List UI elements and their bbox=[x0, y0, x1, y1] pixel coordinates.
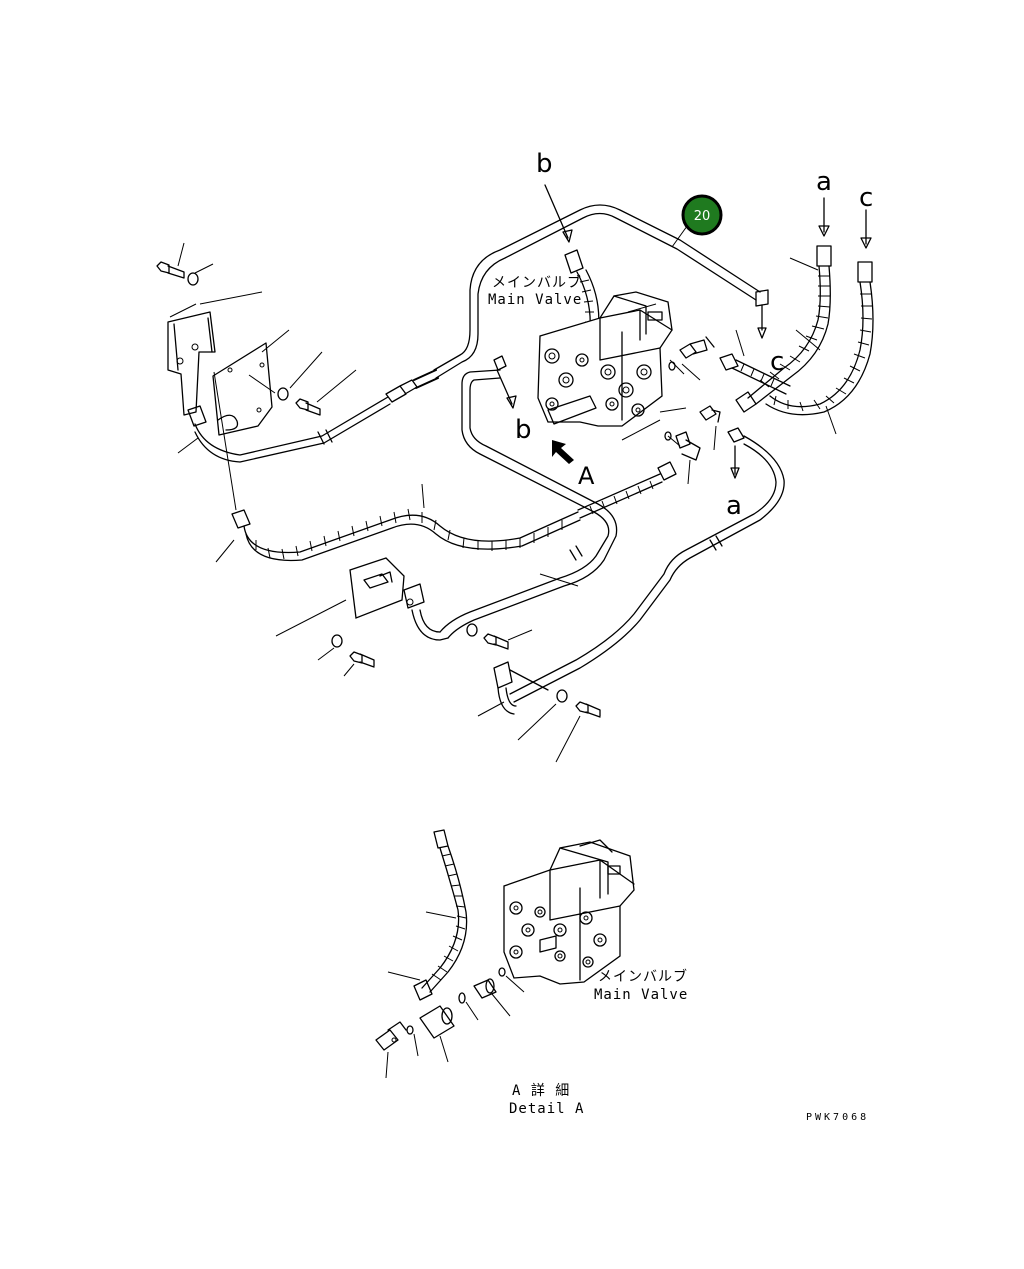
callout-badge-20: 20 bbox=[681, 194, 723, 236]
main-valve-top bbox=[537, 291, 673, 427]
cover-plate-left bbox=[212, 329, 290, 436]
hose-upper bbox=[433, 204, 769, 379]
bolt-top-left bbox=[156, 242, 214, 286]
fittings-right-of-valve bbox=[621, 336, 721, 485]
detail-title-jp: A 詳 細 bbox=[512, 1083, 570, 1099]
tube-b-lower bbox=[439, 355, 618, 639]
bracket-left bbox=[167, 291, 263, 416]
tube-upper-left bbox=[177, 369, 439, 463]
label-main-valve-jp: メインバルブ bbox=[492, 274, 582, 291]
label-main-valve-en: Main Valve bbox=[488, 292, 582, 308]
detail-label-main-valve-en: Main Valve bbox=[594, 987, 688, 1003]
hose-c-right bbox=[765, 209, 874, 435]
letter-a-top: a bbox=[816, 167, 832, 197]
bracket-lower bbox=[275, 557, 533, 677]
detail-title-en: Detail A bbox=[509, 1101, 584, 1117]
letter-view-A: A bbox=[578, 462, 595, 490]
hose-c-short bbox=[719, 329, 791, 395]
detail-elbow bbox=[375, 1021, 419, 1079]
letter-a-lower: a bbox=[726, 491, 742, 521]
detail-hose bbox=[387, 829, 468, 1001]
letter-b-top: b bbox=[536, 149, 553, 179]
bolt-washer-left-mid bbox=[277, 351, 357, 416]
letter-c-top: c bbox=[859, 183, 873, 213]
tube-a-lower bbox=[509, 427, 785, 703]
letter-b-lower: b bbox=[515, 415, 532, 445]
detail-adapter bbox=[419, 967, 525, 1063]
hose-long-corrugated bbox=[187, 371, 677, 563]
letter-c-mid: c bbox=[770, 347, 784, 377]
detail-label-main-valve-jp: メインバルブ bbox=[598, 968, 688, 985]
detail-main-valve bbox=[503, 839, 635, 985]
view-arrow-A bbox=[552, 440, 574, 464]
bracket-lower-right bbox=[477, 661, 601, 763]
hose-a-right bbox=[735, 197, 832, 413]
badge-number: 20 bbox=[694, 209, 711, 224]
drawing-code: PWK7068 bbox=[806, 1112, 869, 1123]
